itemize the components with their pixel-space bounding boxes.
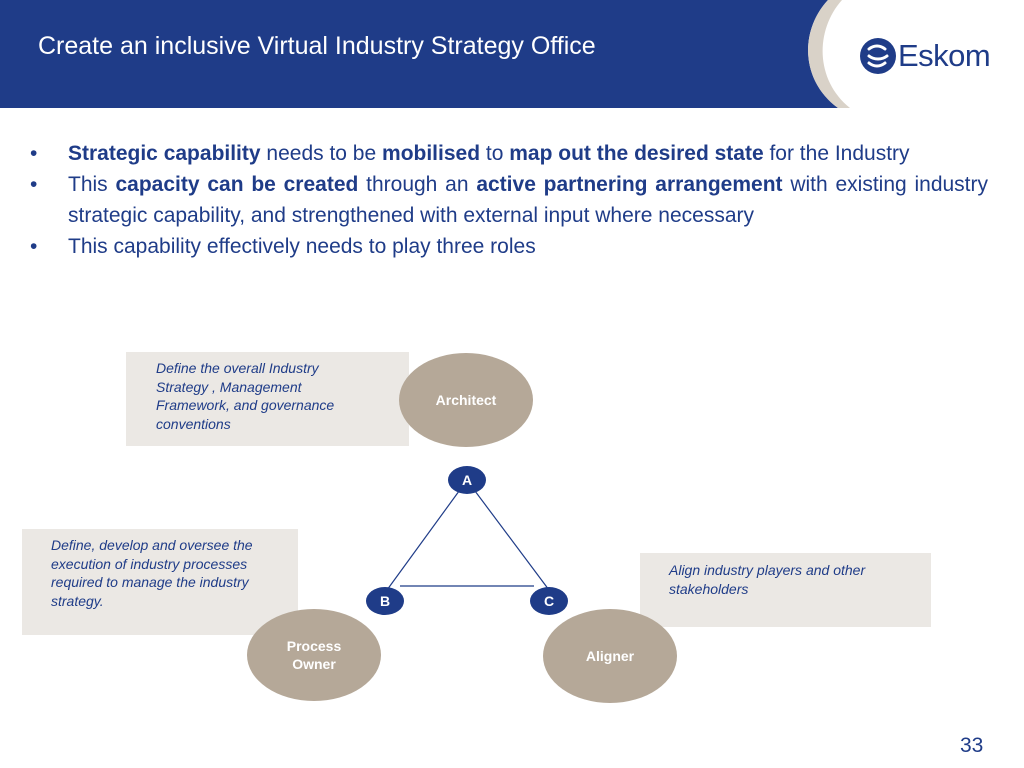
page-number: 33	[960, 734, 984, 757]
bullet-list: Strategic capability needs to be mobilis…	[28, 138, 988, 262]
architect-description: Define the overall Industry Strategy , M…	[156, 360, 335, 432]
architect-label: Architect	[435, 392, 497, 408]
eskom-logo-icon	[860, 38, 896, 74]
bullet-item: Strategic capability needs to be mobilis…	[28, 138, 988, 169]
bold-text: active partnering arrangement	[476, 173, 783, 196]
header-band	[0, 0, 850, 108]
bold-text: Strategic capability	[68, 142, 261, 165]
slide-title: Create an inclusive Virtual Industry Str…	[38, 32, 596, 60]
aligner-description: Align industry players and other stakeho…	[669, 562, 866, 597]
bullet-text: for the Industry	[763, 142, 910, 165]
aligner-description-box	[640, 553, 931, 627]
node-c: C	[530, 587, 568, 615]
bullet-text: with existing industry strategic capabil…	[68, 173, 989, 227]
bold-text: mobilised	[382, 142, 481, 165]
bullet-text: through an	[358, 173, 477, 196]
edge-a-c	[471, 486, 550, 591]
aligner-label: Aligner	[585, 648, 635, 664]
node-b: B	[366, 587, 404, 615]
architect-description-box	[126, 352, 409, 446]
bullet-item: This capability effectively needs to pla…	[28, 231, 988, 262]
bullet-text: needs to be	[260, 142, 383, 165]
bullet-text: This	[68, 173, 116, 196]
node-a: A	[448, 466, 486, 494]
bullet-text: This capability effectively needs to pla…	[68, 235, 536, 258]
architect-circle: Architect	[399, 353, 533, 447]
process-owner-label-line2: Owner	[292, 656, 336, 672]
bold-text: map out the desired state	[509, 142, 764, 165]
slide-header: Create an inclusive Virtual Industry Str…	[0, 0, 1024, 108]
edge-a-b	[386, 486, 463, 591]
bullet-text: to	[480, 142, 510, 165]
aligner-circle: Aligner	[543, 609, 677, 703]
bold-text: capacity can be created	[115, 173, 359, 196]
logo-text: Eskom	[898, 38, 991, 73]
process-owner-label-line1: Process	[286, 638, 342, 654]
bullet-item: This capacity can be created through an …	[28, 169, 988, 231]
process-owner-description-box	[22, 529, 298, 635]
process-owner-description: Define, develop and oversee the executio…	[51, 537, 253, 609]
